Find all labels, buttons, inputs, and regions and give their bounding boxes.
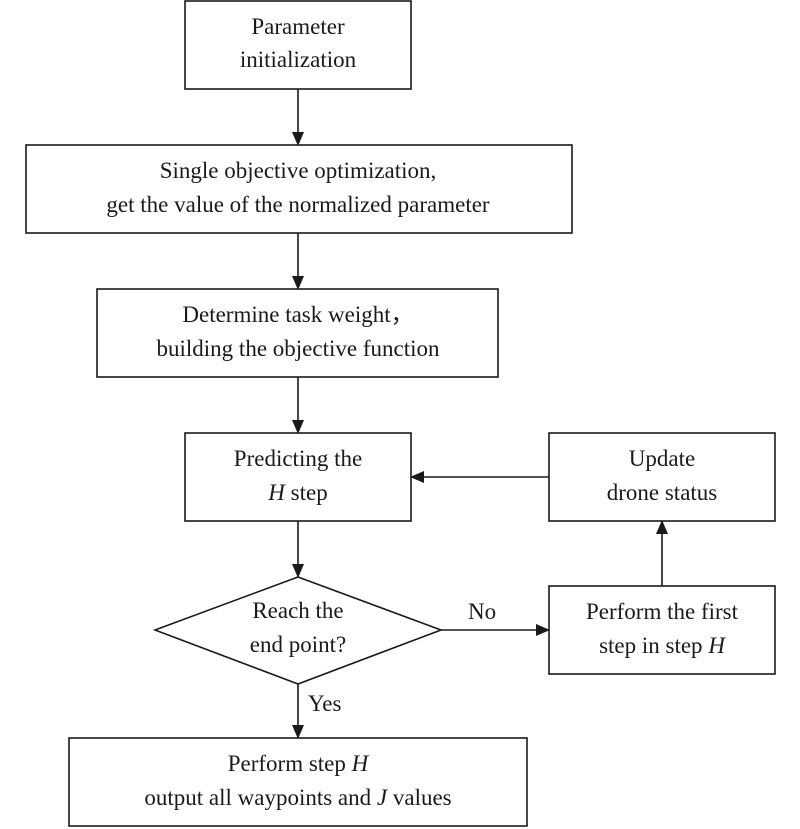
- single-objective-line2: get the value of the normalized paramete…: [106, 192, 489, 217]
- task-weight-box: Determine task weight， building the obje…: [96, 288, 499, 378]
- update-status-line1: Update: [629, 446, 695, 471]
- perform-first-line2: step in step H: [599, 633, 726, 658]
- task-weight-line2: building the objective function: [157, 336, 440, 361]
- single-objective-box: Single objective optimization, get the v…: [25, 144, 573, 234]
- perform-step-var-h: H: [351, 751, 370, 776]
- perform-first-line1: Perform the first: [586, 599, 739, 624]
- param-init-line1: Parameter: [251, 14, 345, 39]
- predicting-box: Predicting the H step: [184, 432, 412, 522]
- perform-step-line2-post: values: [387, 785, 452, 810]
- task-weight-line1: Determine task weight，: [182, 302, 413, 327]
- param-init-line2: initialization: [240, 47, 357, 72]
- param-init-box: Parameter initialization: [184, 0, 412, 90]
- decision-line2: end point?: [250, 632, 346, 657]
- predicting-line2-rest: step: [285, 480, 328, 505]
- perform-step-box: Perform step H output all waypoints and …: [68, 737, 528, 827]
- predicting-line2: H step: [267, 480, 327, 505]
- update-status-box: Update drone status: [548, 432, 776, 522]
- perform-step-var-j: J: [377, 785, 389, 810]
- predicting-var-h: H: [267, 480, 286, 505]
- decision-diamond: Reach the end point?: [152, 576, 444, 685]
- update-status-line2: drone status: [607, 480, 718, 505]
- perform-first-box: Perform the first step in step H: [548, 585, 776, 675]
- perform-step-line1-pre: Perform step: [228, 751, 352, 776]
- perform-first-line2-pre: step in step: [599, 633, 708, 658]
- single-objective-line1: Single objective optimization,: [160, 158, 437, 183]
- edge-label-yes: Yes: [308, 691, 342, 716]
- perform-step-line2: output all waypoints and J values: [144, 785, 451, 810]
- perform-step-line2-pre: output all waypoints and: [144, 785, 377, 810]
- predicting-line1: Predicting the: [234, 446, 362, 471]
- perform-step-line1: Perform step H: [228, 751, 370, 776]
- perform-first-var-h: H: [707, 633, 726, 658]
- edge-label-no: No: [468, 599, 496, 624]
- decision-line1: Reach the: [252, 598, 343, 623]
